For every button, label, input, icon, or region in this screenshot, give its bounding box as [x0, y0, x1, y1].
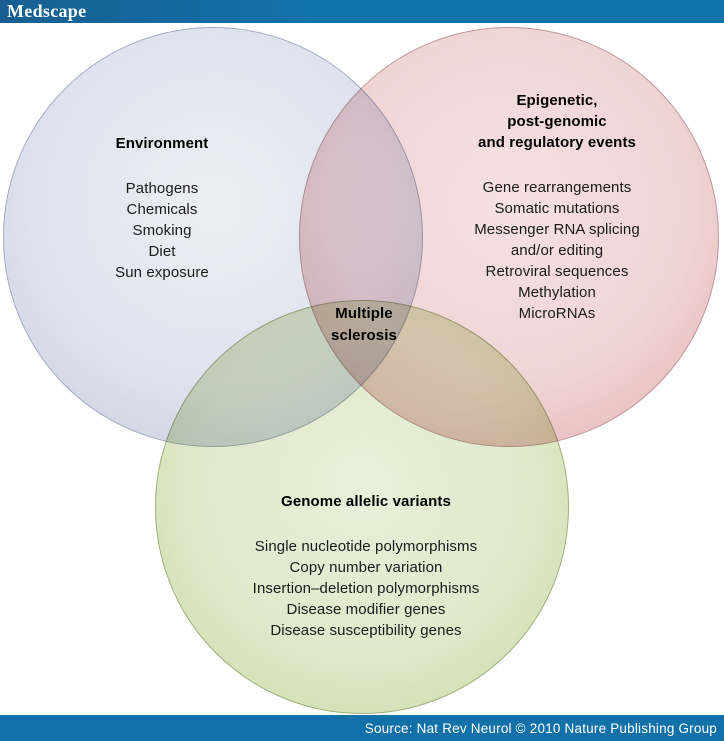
text-line: post-genomic: [507, 113, 607, 130]
genome-title: Genome allelic variants: [194, 491, 538, 512]
text-line: Somatic mutations: [494, 200, 620, 217]
text-line: and/or editing: [510, 242, 604, 259]
medscape-logo: Medscape: [7, 1, 87, 21]
text-line: sclerosis: [331, 327, 397, 344]
text-line: Single nucleotide polymorphisms: [254, 538, 478, 555]
text-line: and regulatory events: [478, 134, 636, 151]
text-line: Environment: [115, 135, 209, 152]
epigenetic-title: Epigenetic, post-genomic and regulatory ev…: [426, 90, 688, 153]
text-line: Retroviral sequences: [485, 263, 629, 280]
epigenetic-label-block: Epigenetic, post-genomic and regulatory ev…: [426, 90, 688, 324]
text-line: Sun exposure: [115, 264, 209, 281]
text-line: Messenger RNA splicing: [474, 221, 640, 238]
text-line: Disease susceptibility genes: [270, 622, 462, 639]
text-line: Pathogens: [125, 180, 199, 197]
text-line: Epigenetic,: [516, 92, 598, 109]
source-bar: Source: Nat Rev Neurol © 2010 Nature Pub…: [0, 715, 724, 741]
genome-label-block: Genome allelic variants Single nucleotid…: [194, 491, 538, 641]
venn-circles: [0, 23, 724, 715]
source-text: Source: Nat Rev Neurol © 2010 Nature Pub…: [364, 720, 717, 736]
text-line: Methylation: [518, 284, 596, 301]
environment-title: Environment: [42, 133, 282, 154]
text-line: Chemicals: [126, 201, 198, 218]
text-line: Disease modifier genes: [286, 601, 446, 618]
text-line: Genome allelic variants: [281, 493, 451, 510]
text-line: MicroRNAs: [518, 305, 596, 322]
text-line: Smoking: [132, 222, 192, 239]
multiple-sclerosis-label: Multiple sclerosis: [302, 303, 426, 347]
text-line: Multiple: [335, 305, 393, 322]
medscape-header-bar: Medscape: [0, 0, 724, 23]
text-line: Diet: [148, 243, 176, 260]
genome-circle: [155, 300, 569, 714]
text-line: Insertion–deletion polymorphisms: [252, 580, 480, 597]
text-line: Copy number variation: [289, 559, 443, 576]
text-line: Gene rearrangements: [482, 179, 632, 196]
